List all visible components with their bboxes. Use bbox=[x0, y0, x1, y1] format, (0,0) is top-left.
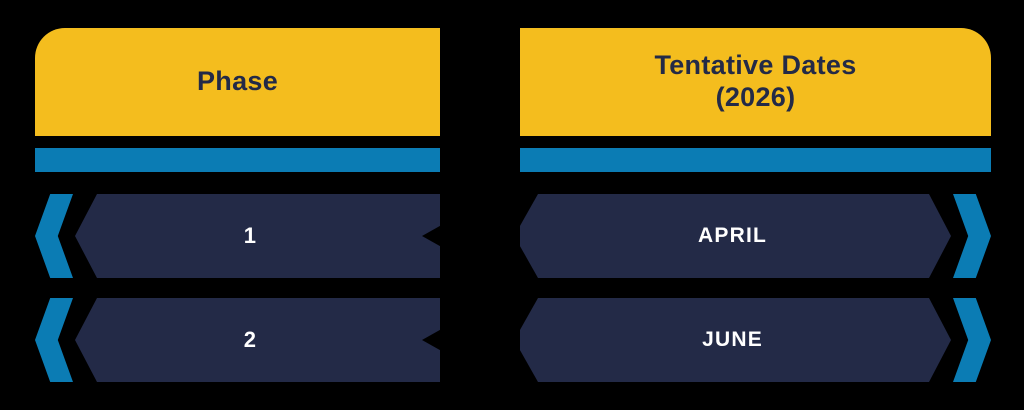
cell-phase: 1 bbox=[75, 194, 440, 278]
column-header-dates: Tentative Dates (2026) bbox=[520, 28, 991, 136]
cell-dates: APRIL bbox=[520, 194, 951, 278]
header-underline-bar-dates bbox=[520, 148, 991, 172]
table-row: 2 bbox=[35, 298, 440, 382]
cell-phase-value: 2 bbox=[243, 327, 258, 352]
column-header-phase-label: Phase bbox=[196, 66, 279, 97]
chevron-left-icon bbox=[35, 194, 73, 278]
column-header-dates-text: Tentative Dates (2026) bbox=[654, 50, 856, 114]
column-header-dates-line2: (2026) bbox=[715, 82, 796, 112]
cell-phase-value: 1 bbox=[243, 223, 258, 248]
cell-dates: JUNE bbox=[520, 298, 951, 382]
table-row: APRIL bbox=[520, 194, 991, 278]
chevron-right-icon bbox=[953, 194, 991, 278]
cell-dates-value: APRIL bbox=[698, 224, 767, 247]
cell-phase: 2 bbox=[75, 298, 440, 382]
cell-dates-value: JUNE bbox=[702, 328, 763, 351]
table-row: 1 bbox=[35, 194, 440, 278]
chevron-right-icon bbox=[953, 298, 991, 382]
column-header-phase: Phase bbox=[35, 28, 440, 136]
chevron-left-icon bbox=[35, 298, 73, 382]
table-row: JUNE bbox=[520, 298, 991, 382]
header-underline-bar-phase bbox=[35, 148, 440, 172]
column-header-dates-line1: Tentative Dates bbox=[654, 50, 857, 81]
